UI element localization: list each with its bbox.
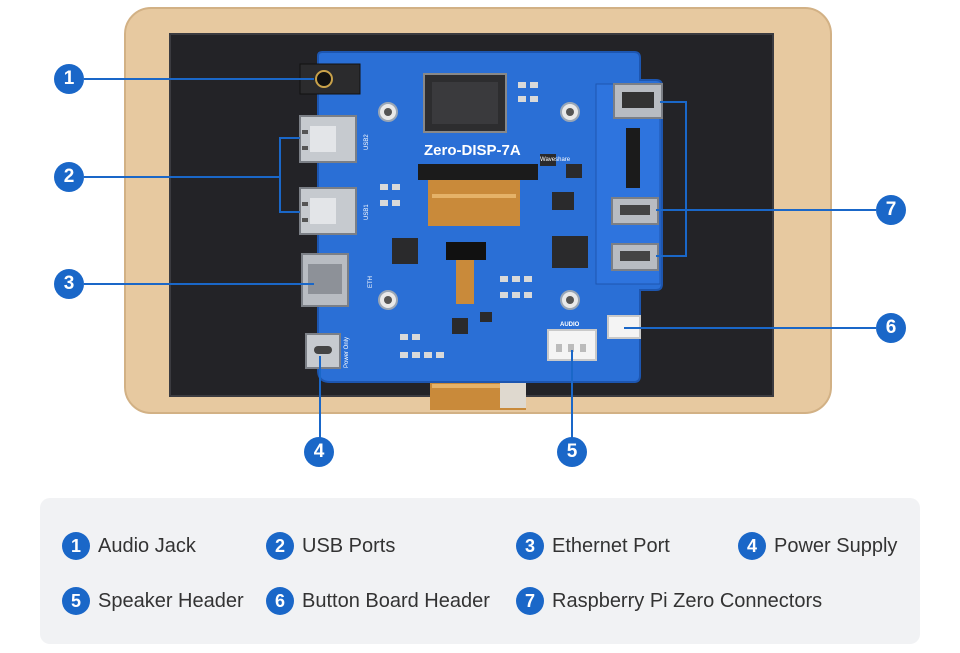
power-port xyxy=(305,333,341,369)
legend-label: Raspberry Pi Zero Connectors xyxy=(552,589,823,612)
leader-line-2 xyxy=(279,137,300,213)
legend-badge: 4 xyxy=(738,532,766,560)
legend-item-usb-ports: 2 USB Ports xyxy=(266,531,395,561)
callout-2: 2 xyxy=(54,162,84,192)
legend-panel: 1 Audio Jack 2 USB Ports 3 Ethernet Port… xyxy=(40,498,920,644)
product-diagram: Zero-DISP-7A Waveshare USB2 USB1 ETH Pow… xyxy=(54,7,906,467)
legend-label: USB Ports xyxy=(302,534,396,557)
legend-item-ethernet-port: 3 Ethernet Port xyxy=(516,531,670,561)
legend-badge: 1 xyxy=(62,532,90,560)
legend-badge: 6 xyxy=(266,587,294,615)
silk-eth: ETH xyxy=(368,276,374,288)
legend-item-pi-zero-connectors: 7 Raspberry Pi Zero Connectors xyxy=(516,586,822,616)
callout-4: 4 xyxy=(304,437,334,467)
legend-item-audio-jack: 1 Audio Jack xyxy=(62,531,196,561)
callout-7: 7 xyxy=(876,195,906,225)
legend-item-speaker-header: 5 Speaker Header xyxy=(62,586,244,616)
silk-audio: AUDIO xyxy=(560,322,580,328)
legend-badge: 7 xyxy=(516,587,544,615)
brand-text: Waveshare xyxy=(540,157,571,163)
legend-label: Ethernet Port xyxy=(552,534,670,557)
callout-6: 6 xyxy=(876,313,906,343)
legend-item-button-board-header: 6 Button Board Header xyxy=(266,586,490,616)
board-illustration: Zero-DISP-7A Waveshare USB2 USB1 ETH Pow… xyxy=(84,7,876,438)
legend-badge: 2 xyxy=(266,532,294,560)
callout-3: 3 xyxy=(54,269,84,299)
silk-power: Power Only xyxy=(344,337,350,368)
callout-1: 1 xyxy=(54,64,84,94)
legend-badge: 3 xyxy=(516,532,544,560)
legend-label: Power Supply xyxy=(774,534,898,557)
callout-5: 5 xyxy=(557,437,587,467)
silk-usb2: USB2 xyxy=(364,134,370,150)
silk-usb1: USB1 xyxy=(364,204,370,220)
legend-label: Audio Jack xyxy=(98,534,196,557)
micro-usb-connector-bottom xyxy=(611,243,659,271)
leader-line-7 xyxy=(656,101,687,257)
board-model-text: Zero-DISP-7A xyxy=(424,142,521,159)
legend-label: Button Board Header xyxy=(302,589,490,612)
legend-label: Speaker Header xyxy=(98,589,244,612)
legend-badge: 5 xyxy=(62,587,90,615)
legend-item-power-supply: 4 Power Supply xyxy=(738,531,897,561)
